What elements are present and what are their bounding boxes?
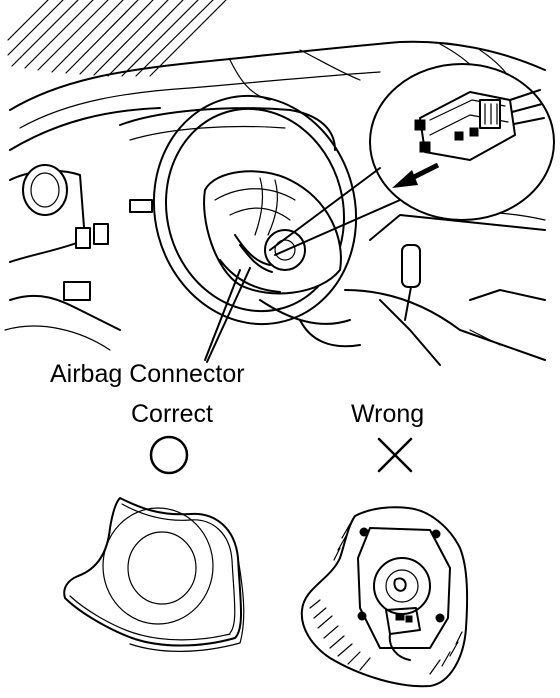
cross-icon bbox=[377, 437, 413, 473]
dashboard-illustration bbox=[4, 0, 555, 366]
switch-lower bbox=[63, 281, 91, 301]
correct-label: Correct bbox=[131, 400, 213, 428]
wrong-label: Wrong bbox=[351, 400, 425, 428]
airbag-connector-label: Airbag Connector bbox=[50, 360, 245, 388]
pad-edge-texture bbox=[309, 523, 463, 675]
airbag-pad-wrong bbox=[300, 506, 469, 688]
shift-lever bbox=[401, 244, 421, 288]
steering-wheel-rim bbox=[152, 94, 358, 326]
center-console bbox=[369, 214, 546, 241]
steering-hub bbox=[203, 170, 342, 295]
switch-left-2 bbox=[93, 223, 109, 245]
airbag-connector-detail bbox=[414, 89, 545, 161]
airbag-pad-front bbox=[63, 497, 242, 647]
air-vent-left bbox=[22, 164, 68, 216]
pull-direction-arrow bbox=[392, 162, 440, 188]
connector-leader-line bbox=[204, 269, 241, 361]
dashboard-lower-edge bbox=[9, 107, 161, 151]
dashboard-top-edge bbox=[9, 40, 546, 111]
windshield-hatching bbox=[7, 0, 227, 77]
dashboard-contour bbox=[19, 71, 381, 129]
airbag-pad-correct bbox=[63, 497, 245, 652]
switch-left-1 bbox=[75, 227, 91, 249]
circle-icon bbox=[149, 435, 189, 475]
instrument-cluster bbox=[119, 107, 336, 151]
